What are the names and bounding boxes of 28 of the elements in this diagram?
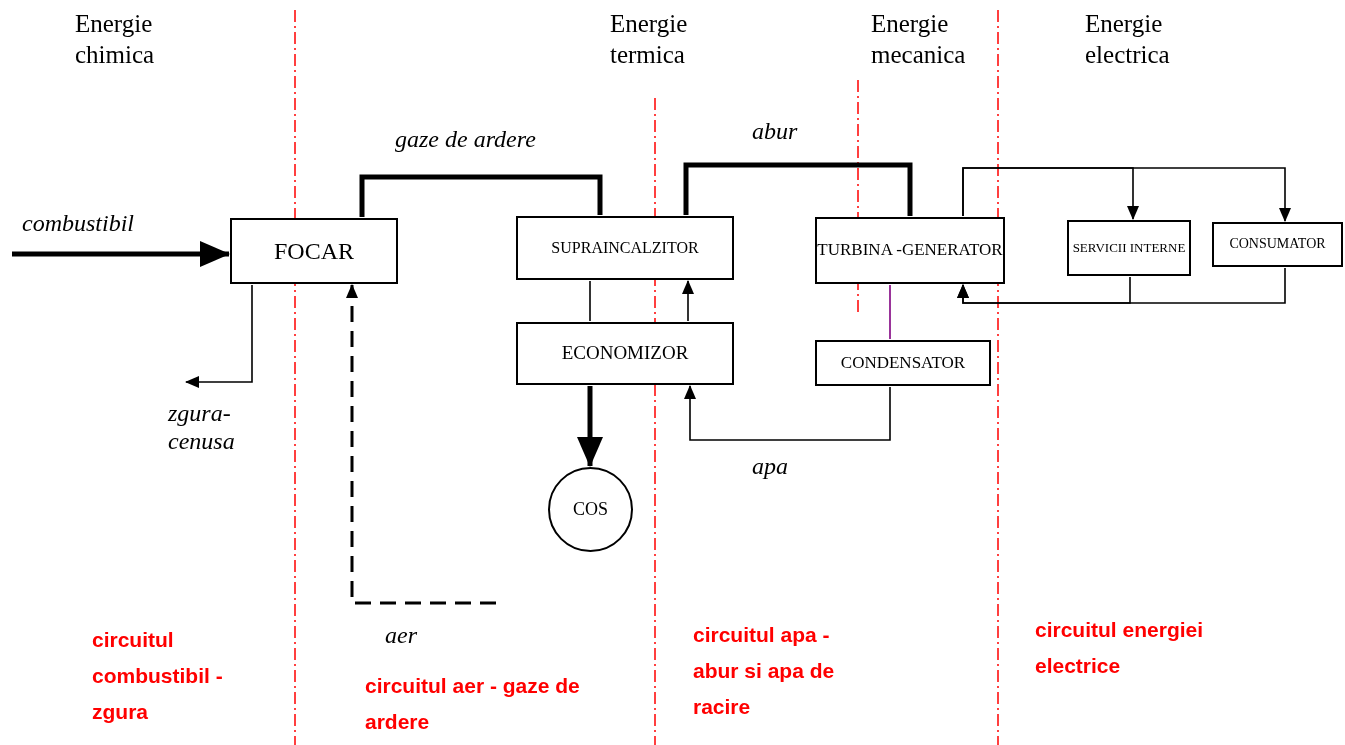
process-box: TURBINA -GENERATOR <box>815 217 1005 284</box>
connector-line <box>889 284 891 340</box>
arrow <box>577 386 603 467</box>
arrow <box>12 241 230 267</box>
arrow <box>185 284 253 388</box>
zone-heading: Energie chimica <box>75 9 156 71</box>
process-box: ECONOMIZOR <box>516 322 734 385</box>
process-box: SERVICII INTERNE <box>1067 220 1191 276</box>
process-box: FOCAR <box>230 218 398 284</box>
circuit-label: circuitul apa - abur si apa de racire <box>693 622 836 720</box>
connector-line <box>359 174 603 217</box>
arrow <box>684 385 891 441</box>
zone-heading: Energie termica <box>610 9 689 71</box>
circuit-label: circuitul energiei electrice <box>1035 617 1205 679</box>
arrow <box>346 284 496 605</box>
chimney-circle: COS <box>548 467 633 552</box>
connector-line <box>589 280 591 322</box>
circuit-label: circuitul combustibil - zgura <box>92 627 224 725</box>
process-box: SUPRAINCALZITOR <box>516 216 734 280</box>
arrow <box>682 280 694 322</box>
arrow <box>962 167 1291 222</box>
zone-heading: Energie electrica <box>1085 9 1171 71</box>
circuit-label: circuitul aer - gaze de ardere <box>365 673 581 735</box>
zone-heading: Energie mecanica <box>871 9 967 71</box>
process-box: CONDENSATOR <box>815 340 991 386</box>
connector-line <box>683 162 913 216</box>
process-box: CONSUMATOR <box>1212 222 1343 267</box>
arrow <box>957 267 1286 304</box>
